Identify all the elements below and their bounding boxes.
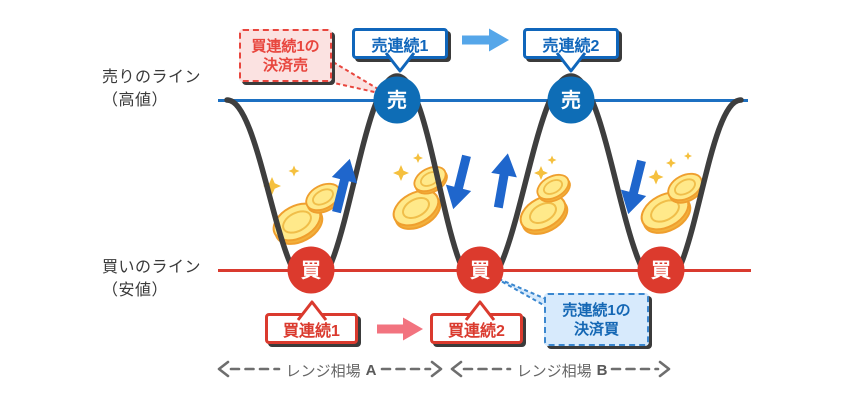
callout-pointer-icon: [555, 52, 587, 73]
callout-text-line: 売連続1: [371, 37, 429, 55]
sell-line-sublabel-text: （高値）: [102, 92, 169, 109]
gold-coins-icon: [392, 153, 448, 230]
buy-line-sublabel-text: （安値）: [102, 282, 169, 299]
buy-marker-label: 買: [651, 259, 671, 282]
sparkle-icon: [547, 155, 557, 165]
sell-marker-label: 売: [387, 89, 407, 112]
callout-sell-streak-2: 売連続2: [523, 28, 619, 73]
sparkle-icon: [413, 153, 423, 163]
sparkle-icon: [534, 166, 548, 180]
buy-line-label-text: 買いのライン: [102, 259, 202, 276]
down-trend-arrow-icon: [620, 159, 647, 215]
callout-sell-streak-1: 売連続1: [352, 28, 448, 73]
gold-coins-icon: [263, 165, 343, 245]
range-label-text: レンジ相場: [516, 363, 592, 380]
up-trend-arrow-icon: [491, 153, 517, 209]
callout-text-line: 決済売: [262, 56, 308, 74]
range-a-label: レンジ相場 A: [281, 360, 381, 381]
gold-coins-icon: [640, 152, 705, 234]
sparkle-icon: [288, 165, 300, 177]
callout-text-line: 決済買: [573, 320, 619, 338]
callout-text-line: 買連続1: [283, 322, 340, 340]
range-b-span-arrows: [450, 360, 671, 378]
buy-marker-1: 買: [287, 246, 335, 294]
callout-text-line: 買連続1の: [251, 37, 320, 55]
callout-text-line: 売連続2: [542, 37, 600, 55]
up-trend-arrow-icon: [331, 158, 358, 214]
callout-buy-streak-1: 買連続1: [265, 300, 358, 344]
buy-marker-3: 買: [637, 246, 685, 294]
buy-line-label: 買いのライン （安値）: [102, 256, 201, 302]
buy-marker-2: 買: [456, 246, 504, 294]
next-step-arrow-pink-icon: [377, 317, 423, 341]
callout-settlement-buy: 売連続1の 決済買: [544, 293, 649, 346]
gold-coins-icon: [519, 155, 571, 235]
sell-line-label: 売りのライン （高値）: [102, 66, 201, 112]
sell-line-label-text: 売りのライン: [102, 69, 202, 86]
range-a-span-arrows: [217, 360, 443, 378]
range-letter: B: [596, 362, 608, 379]
next-step-arrow-blue-icon: [462, 28, 509, 52]
sparkle-icon: [263, 177, 281, 195]
left-chevron-icon: [450, 360, 463, 378]
callout-pointer-icon: [384, 52, 416, 73]
range-b-label: レンジ相場 B: [512, 360, 612, 381]
left-chevron-icon: [217, 360, 230, 378]
range-label-text: レンジ相場: [285, 363, 361, 380]
sell-marker-2: 売: [547, 76, 595, 124]
down-trend-arrow-icon: [445, 154, 472, 210]
sparkle-icon: [393, 165, 409, 181]
callout-buy-streak-2: 買連続2: [430, 300, 523, 344]
sparkle-icon: [684, 152, 692, 160]
callout-text-line: 買連続2: [448, 322, 505, 340]
callout-pointer-icon: [296, 300, 327, 321]
right-chevron-icon: [430, 360, 443, 378]
sparkle-icon: [648, 169, 664, 185]
sparkle-icon: [666, 158, 676, 168]
callout-text-line: 売連続1の: [562, 301, 631, 319]
range-letter: A: [365, 362, 377, 379]
callout-pointer-icon: [464, 300, 495, 321]
sell-marker-label: 売: [561, 89, 581, 112]
buy-marker-label: 買: [301, 259, 321, 282]
right-chevron-icon: [658, 360, 671, 378]
buy-marker-label: 買: [470, 259, 490, 282]
sell-marker-1: 売: [373, 76, 421, 124]
callout-settlement-sell: 買連続1の 決済売: [239, 29, 332, 82]
